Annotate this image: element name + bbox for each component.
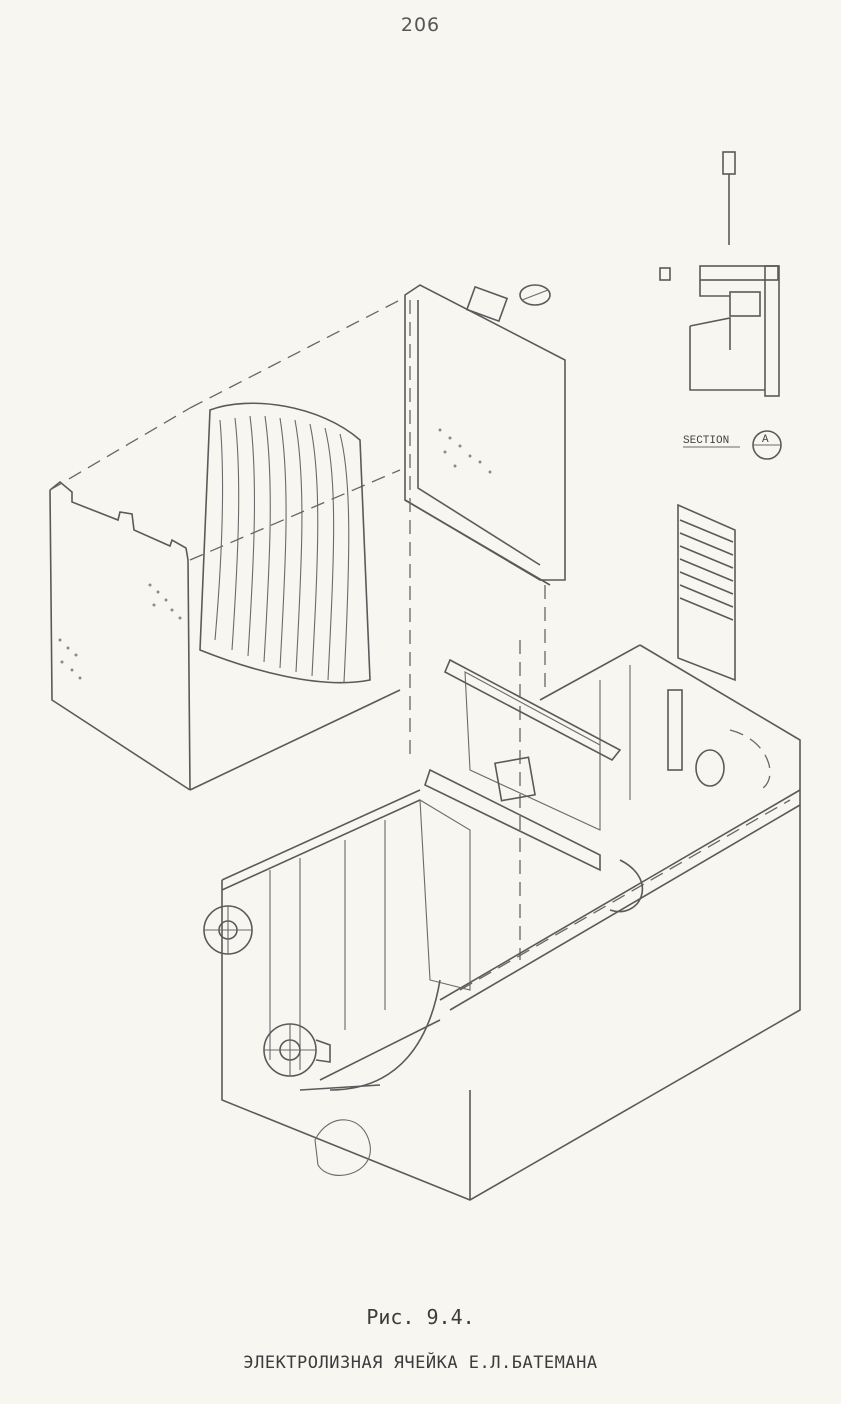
mesh-screen <box>200 403 370 682</box>
stipple-mark <box>315 1120 370 1176</box>
cover-panel <box>50 300 400 790</box>
assembly-guide-lines <box>410 300 545 960</box>
louvered-plate <box>678 505 735 680</box>
section-label: SECTION <box>683 435 729 447</box>
cell-tank <box>204 645 800 1200</box>
figure-caption: Рис. 9.4. <box>0 1305 841 1329</box>
section-marker: A <box>762 434 769 446</box>
flange-lower <box>264 1024 330 1076</box>
section-a-detail: SECTION A <box>660 152 781 459</box>
figure-title: ЭЛЕКТРОЛИЗНАЯ ЯЧЕЙКА Е.Л.БАТЕМАНА <box>0 1353 841 1373</box>
electrode-frame <box>405 285 565 585</box>
flange-upper <box>204 906 252 954</box>
